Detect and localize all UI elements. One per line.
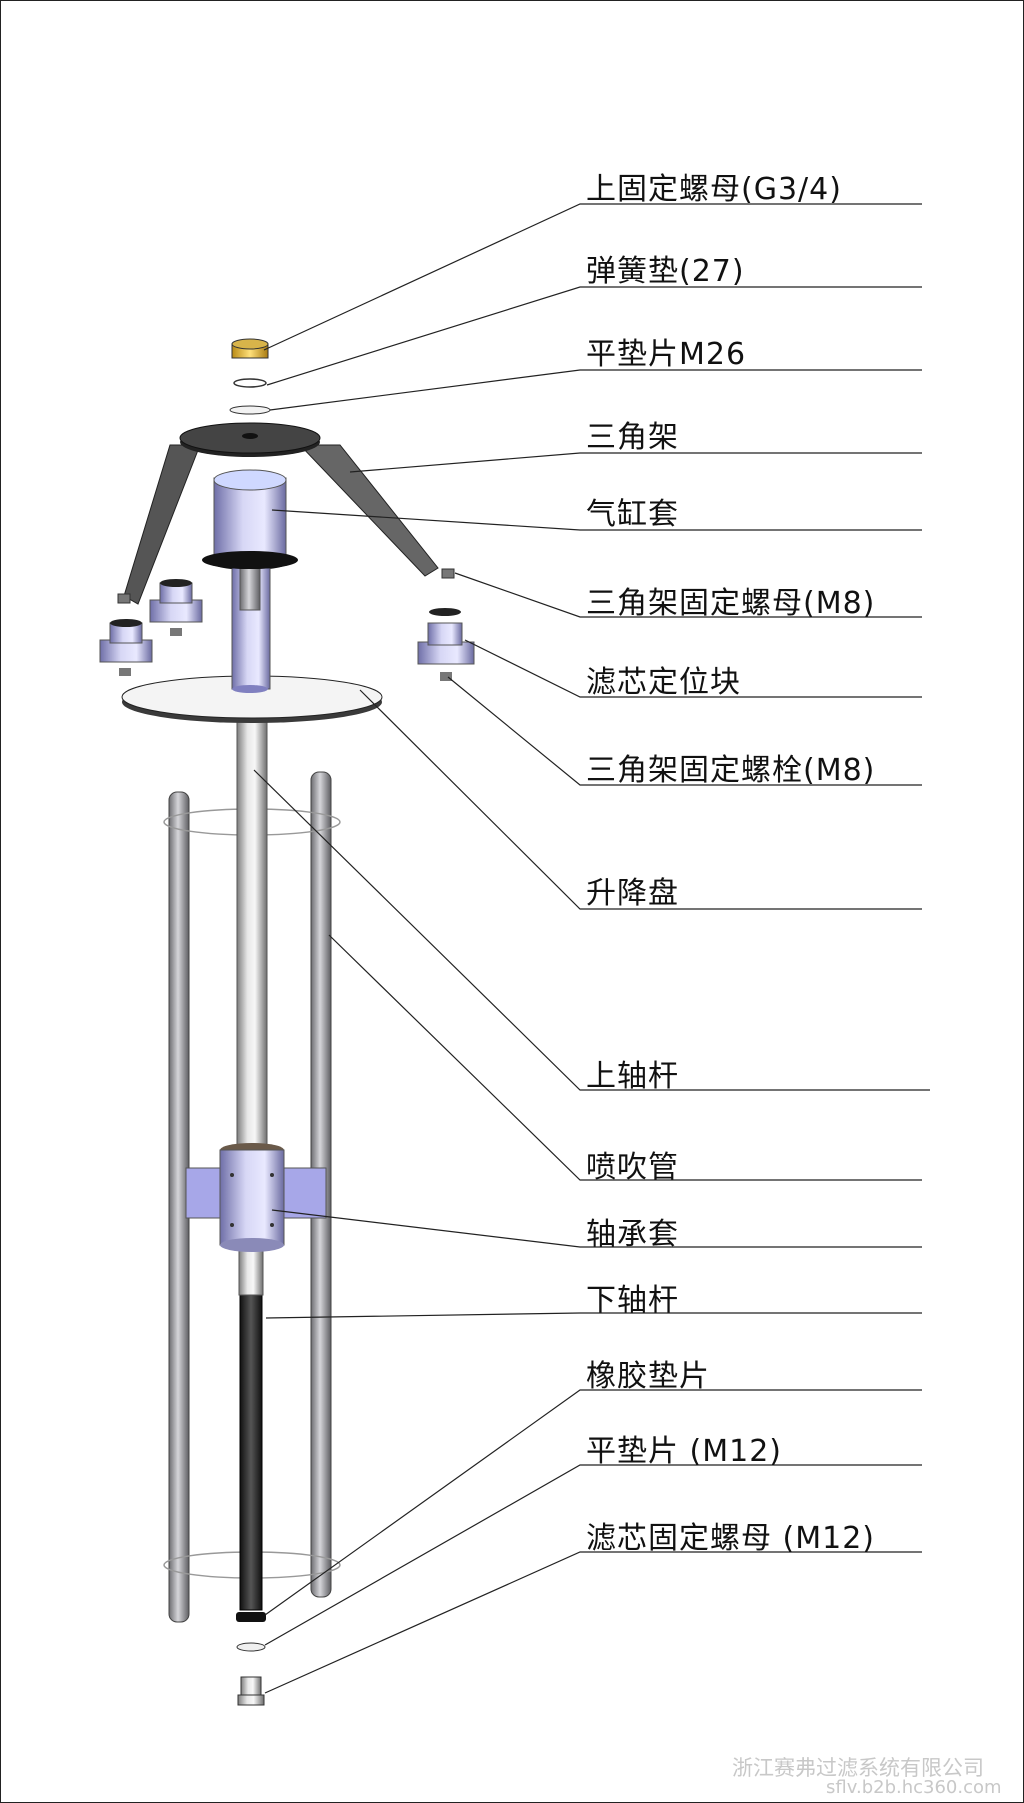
- lower-shaft: [239, 1289, 263, 1611]
- leader-lines: [253, 203, 930, 1694]
- leader-tripod: [349, 452, 922, 473]
- label-filter-fixing-nut-m12: 滤芯固定螺母 (M12): [586, 1521, 876, 1556]
- leader-rubber-gasket: [264, 1389, 922, 1616]
- label-rubber-gasket: 橡胶垫片: [586, 1359, 710, 1394]
- leader-flat-washer-m12: [264, 1464, 922, 1646]
- label-flat-washer-m12: 平垫片 (M12): [586, 1434, 783, 1469]
- filter-positioning-block-left: [99, 619, 153, 676]
- spring-washer: [233, 378, 267, 388]
- cylinder-sleeve: [202, 469, 298, 693]
- leader-tripod-nut-m8: [454, 572, 922, 618]
- leader-blow-pipe: [328, 934, 922, 1181]
- leader-filter-positioning-block: [464, 639, 922, 698]
- label-blow-pipe: 喷吹管: [586, 1150, 679, 1185]
- label-tripod-bolt-m8: 三角架固定螺栓(M8): [586, 753, 876, 788]
- flat-washer-m26: [229, 405, 271, 415]
- label-upper-fixing-nut: 上固定螺母(G3/4): [586, 172, 842, 207]
- leader-bearing-sleeve: [271, 1209, 922, 1248]
- label-flat-washer-m26: 平垫片M26: [586, 337, 747, 372]
- rubber-gasket: [236, 1612, 266, 1622]
- filter-fixing-nut-m12: [237, 1676, 265, 1706]
- tripod-nut-m8: [441, 568, 455, 579]
- flat-washer-m12: [236, 1642, 266, 1652]
- tripod: [123, 422, 439, 605]
- leader-lifting-plate: [359, 689, 922, 910]
- filter-positioning-block-mid: [149, 579, 203, 636]
- label-lower-shaft: 下轴杆: [586, 1283, 679, 1318]
- upper-fixing-nut: [231, 338, 269, 359]
- label-tripod-nut-m8: 三角架固定螺母(M8): [586, 586, 876, 621]
- leader-spring-washer: [266, 286, 922, 386]
- leader-cylinder-sleeve: [271, 509, 922, 531]
- tripod-nut-left: [117, 593, 131, 604]
- leader-tripod-bolt-m8: [447, 676, 922, 786]
- label-lifting-plate: 升降盘: [586, 876, 679, 911]
- label-upper-shaft: 上轴杆: [586, 1059, 679, 1094]
- leader-upper-fixing-nut: [263, 203, 922, 351]
- leader-lower-shaft: [265, 1312, 922, 1319]
- filter-positioning-block-right: [417, 608, 475, 681]
- label-tripod: 三角架: [586, 420, 679, 455]
- leader-flat-washer-m26: [269, 369, 922, 411]
- bearing-sleeve: [185, 1143, 327, 1252]
- label-filter-positioning-block: 滤芯定位块: [586, 665, 741, 700]
- leader-filter-fixing-nut-m12: [264, 1551, 922, 1694]
- label-cylinder-sleeve: 气缸套: [586, 497, 679, 532]
- label-spring-washer: 弹簧垫(27): [586, 254, 745, 289]
- lifting-plate: [121, 675, 383, 723]
- leader-upper-shaft: [253, 769, 930, 1091]
- upper-shaft: [236, 714, 268, 1156]
- watermark-site: sflv.b2b.hc360.com: [826, 1777, 1002, 1798]
- lower-shaft-collar: [238, 1244, 264, 1296]
- watermark-company: 浙江赛弗过滤系统有限公司: [732, 1756, 984, 1780]
- label-bearing-sleeve: 轴承套: [586, 1217, 679, 1252]
